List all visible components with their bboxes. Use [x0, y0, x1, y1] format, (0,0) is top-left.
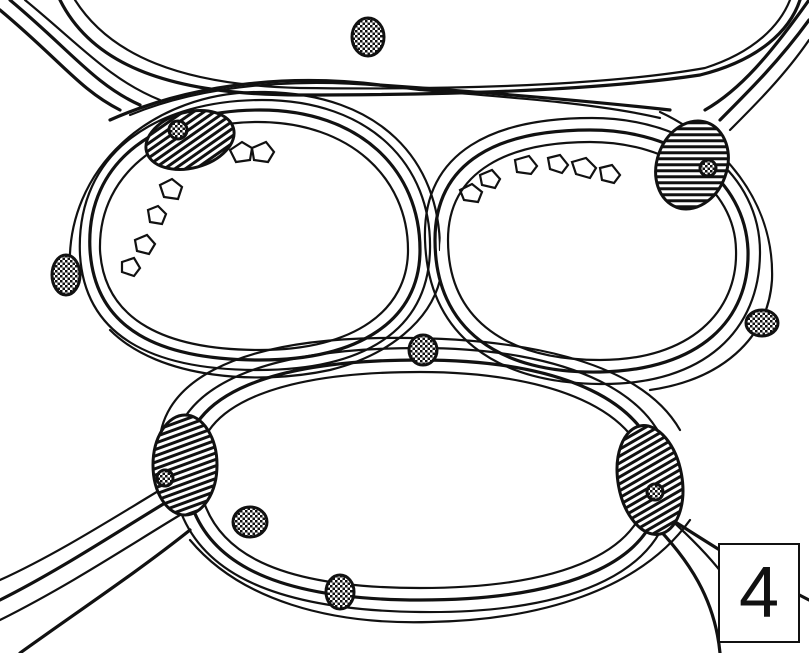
hatched-node-icon — [326, 575, 354, 609]
striped-bundle-icon — [153, 415, 217, 515]
upper-left-cell — [70, 92, 440, 377]
hatched-node-icon — [700, 160, 716, 176]
hatched-node-icon — [409, 335, 437, 365]
panel-label: 4 — [718, 543, 800, 643]
hatched-node-icon — [157, 470, 173, 486]
lower-cell — [159, 338, 690, 622]
hatched-node-icon — [352, 18, 384, 56]
hatched-node-icon — [746, 310, 778, 336]
hatched-node-icon — [169, 121, 187, 139]
hatched-node-icon — [647, 484, 663, 500]
hatched-node-icon — [233, 507, 267, 537]
hatched-node-icon — [52, 255, 80, 295]
